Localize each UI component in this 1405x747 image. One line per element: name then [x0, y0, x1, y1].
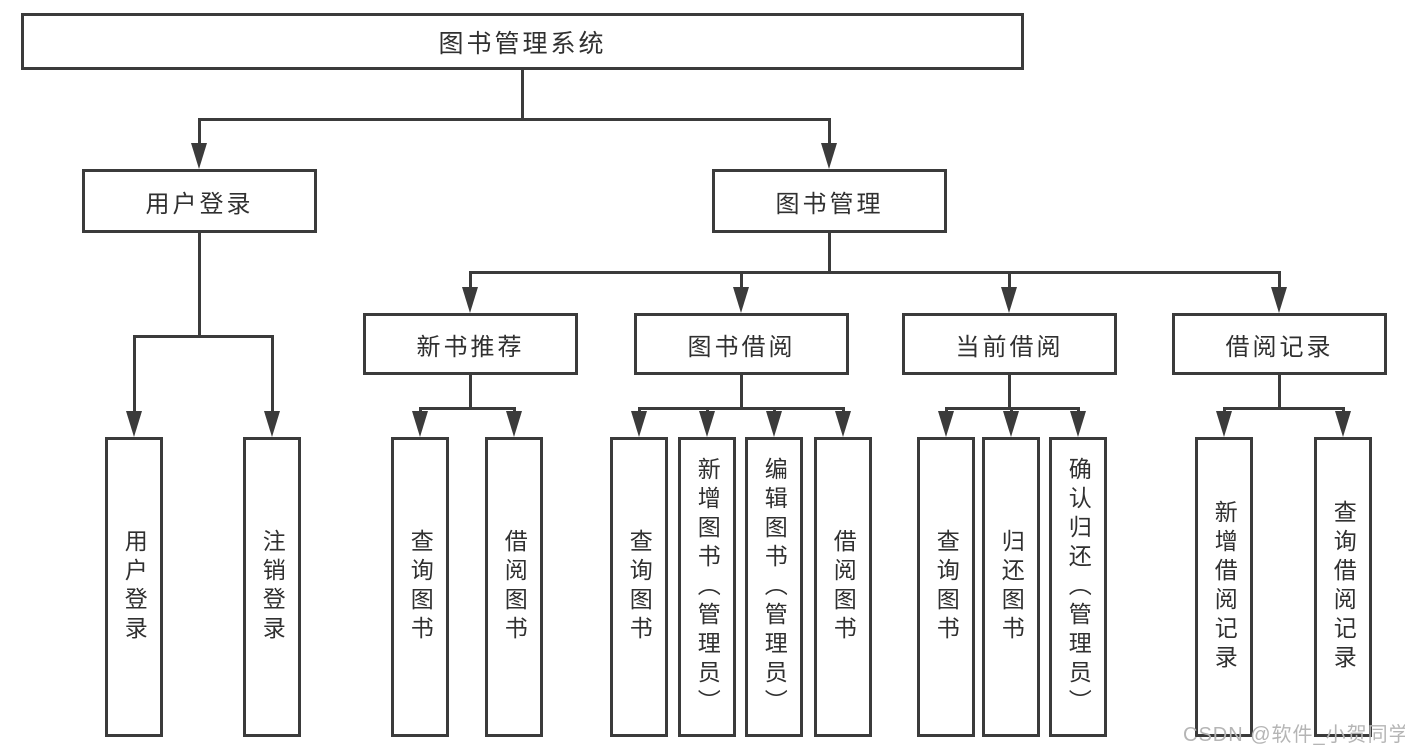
connector-currentborrow-stem: [1008, 375, 1011, 409]
connector-newbookrec-hbar: [419, 407, 516, 410]
node-new-book-rec-label: 新书推荐: [416, 333, 525, 361]
connector-userlogin-stem: [198, 233, 201, 338]
node-leaf-logout: 注销登录: [243, 437, 301, 737]
connector-drop-current-borrow: [1008, 271, 1011, 293]
connector-drop-borrow-records: [1278, 271, 1281, 293]
arrow-down-icon: [1271, 287, 1287, 313]
node-leaf-add-book-admin: 新增图书（管理员）: [678, 437, 736, 737]
node-leaf-edit-book-admin: 编辑图书（管理员）: [745, 437, 803, 737]
node-leaf-query-book-rec: 查询图书: [391, 437, 449, 737]
node-current-borrow-label: 当前借阅: [955, 333, 1064, 361]
arrow-down-icon: [264, 411, 280, 437]
connector-bookmgmt-stem: [828, 233, 831, 274]
node-leaf-borrow-book-borrow: 借阅图书: [814, 437, 872, 737]
node-leaf-return-book: 归还图书: [982, 437, 1040, 737]
connector-drop-new-book-rec: [469, 271, 472, 293]
node-borrow-records: 借阅记录: [1172, 313, 1387, 375]
connector-drop-user-login: [198, 118, 201, 148]
node-leaf-user-login: 用户登录: [105, 437, 163, 737]
node-book-borrow: 图书借阅: [634, 313, 849, 375]
node-new-book-rec: 新书推荐: [363, 313, 578, 375]
connector-newbookrec-stem: [469, 375, 472, 409]
arrow-down-icon: [733, 287, 749, 313]
node-book-mgmt-label: 图书管理: [775, 190, 884, 218]
arrow-down-icon: [1001, 287, 1017, 313]
arrow-down-icon: [631, 411, 647, 437]
connector-bookborrow-hbar: [638, 407, 845, 410]
arrow-down-icon: [126, 411, 142, 437]
connector-drop-book-borrow: [740, 271, 743, 293]
node-leaf-query-book-current: 查询图书: [917, 437, 975, 737]
arrow-down-icon: [462, 287, 478, 313]
arrow-down-icon: [191, 143, 207, 169]
connector-root-hbar: [198, 118, 831, 121]
connector-drop-leaf-logout: [271, 335, 274, 415]
connector-bookborrow-stem: [740, 375, 743, 409]
arrow-down-icon: [412, 411, 428, 437]
arrow-down-icon: [821, 143, 837, 169]
arrow-down-icon: [1070, 411, 1086, 437]
arrow-down-icon: [506, 411, 522, 437]
node-user-login-label: 用户登录: [145, 190, 254, 218]
arrow-down-icon: [1003, 411, 1019, 437]
connector-borrowrecords-stem: [1278, 375, 1281, 409]
csdn-watermark: CSDN @软件_小贺同学: [1183, 724, 1405, 746]
node-book-borrow-label: 图书借阅: [687, 333, 796, 361]
node-current-borrow: 当前借阅: [902, 313, 1117, 375]
node-leaf-add-borrow-record: 新增借阅记录: [1195, 437, 1253, 737]
connector-root-stem: [521, 70, 524, 121]
node-leaf-query-book-borrow: 查询图书: [610, 437, 668, 737]
arrow-down-icon: [699, 411, 715, 437]
arrow-down-icon: [766, 411, 782, 437]
node-root: 图书管理系统: [21, 13, 1024, 70]
node-borrow-records-label: 借阅记录: [1225, 333, 1334, 361]
node-leaf-borrow-book-rec: 借阅图书: [485, 437, 543, 737]
node-leaf-query-borrow-record: 查询借阅记录: [1314, 437, 1372, 737]
node-book-mgmt: 图书管理: [712, 169, 947, 233]
arrow-down-icon: [938, 411, 954, 437]
connector-drop-book-mgmt: [828, 118, 831, 148]
arrow-down-icon: [1335, 411, 1351, 437]
connector-drop-leaf-user-login: [133, 335, 136, 415]
node-root-label: 图书管理系统: [438, 29, 607, 58]
arrow-down-icon: [1216, 411, 1232, 437]
connector-userlogin-hbar: [133, 335, 274, 338]
node-leaf-confirm-return-admin: 确认归还（管理员）: [1049, 437, 1107, 737]
node-user-login: 用户登录: [82, 169, 317, 233]
arrow-down-icon: [835, 411, 851, 437]
connector-bookmgmt-hbar: [469, 271, 1281, 274]
connector-borrowrecords-hbar: [1223, 407, 1345, 410]
